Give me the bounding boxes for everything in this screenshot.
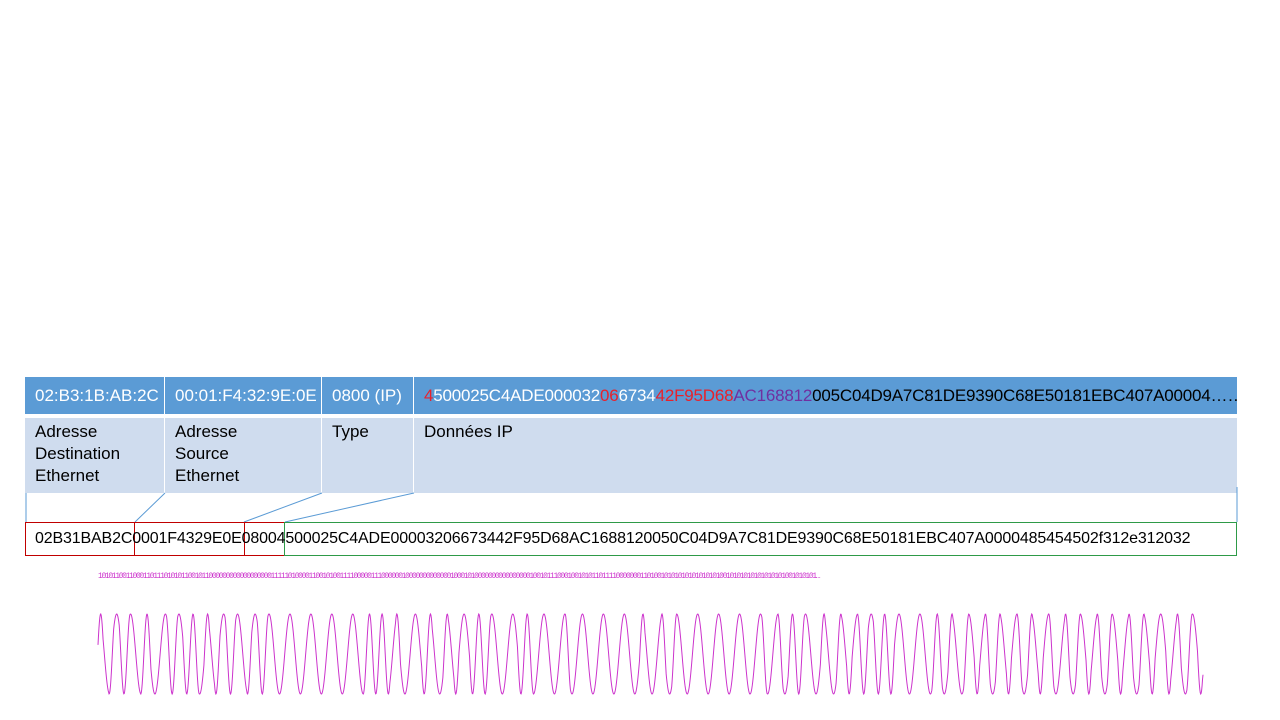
ip-protocol-segment: 06 bbox=[600, 386, 619, 405]
bit-stream: 1010110011000110111010101100101100000000… bbox=[98, 572, 821, 581]
dst-label-line-3: Ethernet bbox=[35, 466, 100, 485]
ip-data-box bbox=[284, 522, 1237, 556]
ip-destination-segment: AC168812 bbox=[733, 386, 813, 405]
connector-type-data bbox=[284, 492, 415, 523]
ip-data-header: 4500025C4ADE00003206673442F95D68AC168812… bbox=[414, 377, 1237, 414]
type-label: Type bbox=[322, 418, 413, 493]
connector-dst-src bbox=[134, 492, 166, 523]
src-mac-label: Adresse Source Ethernet bbox=[165, 418, 321, 493]
dst-mac-header: 02:B3:1B:AB:2C bbox=[25, 377, 164, 414]
src-label-line-2: Source bbox=[175, 444, 229, 463]
dst-mac-label: Adresse Destination Ethernet bbox=[25, 418, 164, 493]
src-label-line-1: Adresse bbox=[175, 422, 238, 441]
dst-label-line-2: Destination bbox=[35, 444, 121, 463]
signal-waveform bbox=[97, 612, 1204, 696]
ethertype-header: 0800 (IP) bbox=[322, 377, 413, 414]
ethernet-frame-table: 02:B3:1B:AB:2C 00:01:F4:32:9E:0E 0800 (I… bbox=[25, 377, 1237, 493]
dst-label-line-1: Adresse bbox=[35, 422, 98, 441]
src-label-line-3: Ethernet bbox=[175, 466, 240, 485]
ip-header-segment: 500025C4ADE000032 bbox=[433, 386, 601, 405]
src-mac-header: 00:01:F4:32:9E:0E bbox=[165, 377, 321, 414]
ip-payload-segment: 005C04D9A7C81DE9390C68E50181EBC407A00004… bbox=[812, 386, 1237, 405]
ip-source-segment: 42F95D68 bbox=[655, 386, 734, 405]
ip-data-label: Données IP bbox=[414, 418, 1237, 493]
serialized-hex: 02B31BAB2C0001F4329E0E08004500025C4ADE00… bbox=[35, 530, 1191, 547]
ip-checksum-segment: 6734 bbox=[618, 386, 656, 405]
connector-src-type bbox=[243, 492, 323, 523]
ip-version-segment: 4 bbox=[424, 386, 434, 405]
